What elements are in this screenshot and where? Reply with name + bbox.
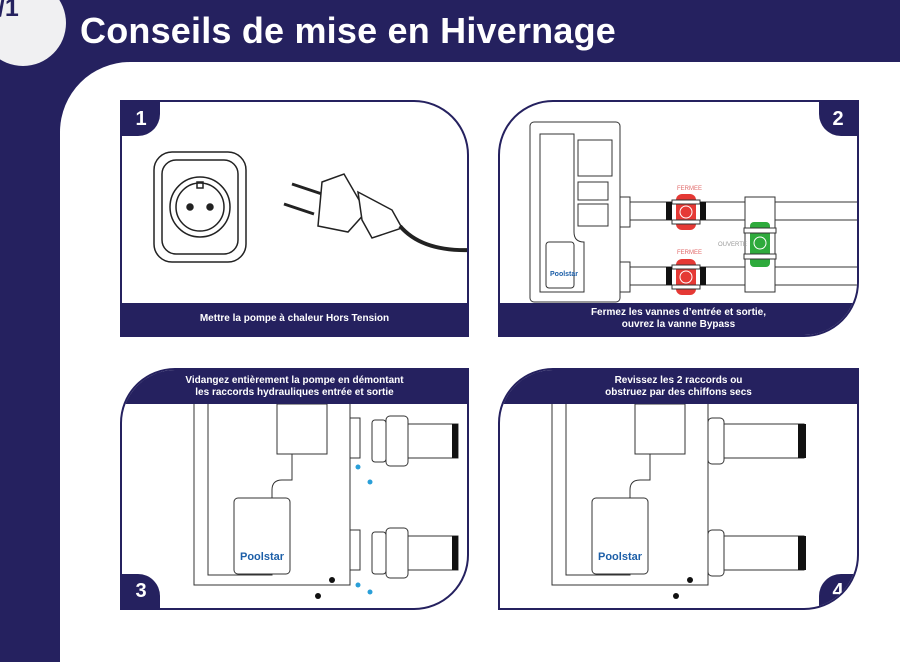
caption-line: les raccords hydrauliques entrée et sort… bbox=[195, 387, 394, 398]
valve-label-open: OUVERTE bbox=[718, 242, 747, 248]
step-2-panel: Poolstar FERMEE FERMEE OUVERTE 2 Fermez … bbox=[498, 100, 859, 337]
step-2-caption: Fermez les vannes d’entrée et sortie,ouv… bbox=[500, 303, 857, 335]
plug-icon bbox=[283, 173, 467, 253]
brand-logo: Poolstar bbox=[240, 551, 285, 563]
caption-line: Vidangez entièrement la pompe en démonta… bbox=[185, 375, 404, 386]
page-badge: 1/1 bbox=[0, 0, 66, 66]
valve-label-closed-2: FERMEE bbox=[677, 250, 702, 256]
caption-line: obstruez par des chiffons secs bbox=[605, 387, 752, 398]
step-number: 2 bbox=[819, 102, 857, 136]
open-bypass-valve bbox=[743, 222, 777, 267]
step-1-panel: 1 Mettre la pompe à chaleur Hors Tension bbox=[120, 100, 469, 337]
reconnect-illustration: Poolstar bbox=[551, 400, 806, 599]
step-number: 4 bbox=[819, 574, 857, 608]
water-drops-icon bbox=[355, 464, 373, 595]
step-1-caption: Mettre la pompe à chaleur Hors Tension bbox=[122, 303, 467, 335]
step-3-caption: Vidangez entièrement la pompe en démonta… bbox=[122, 370, 467, 404]
wall-socket-icon bbox=[153, 151, 247, 263]
brand-logo: Poolstar bbox=[550, 271, 578, 278]
step-3-panel: Poolstar Vidangez entièrement la pompe e… bbox=[120, 368, 469, 610]
caption-line: Revissez les 2 raccords ou bbox=[614, 375, 743, 386]
drain-illustration: Poolstar bbox=[193, 400, 459, 599]
page-title: Conseils de mise en Hivernage bbox=[80, 10, 617, 51]
caption-line: Mettre la pompe à chaleur Hors Tension bbox=[199, 313, 390, 324]
socket-and-plug-illustration bbox=[153, 151, 467, 263]
closed-valve-top bbox=[666, 194, 706, 230]
caption-line: Fermez les vannes d’entrée et sortie, bbox=[590, 307, 767, 318]
closed-valve-bottom bbox=[666, 259, 706, 295]
valve-label-closed: FERMEE bbox=[677, 186, 702, 192]
valves-illustration: Poolstar FERMEE FERMEE OUVERTE bbox=[529, 121, 857, 303]
step-number: 3 bbox=[122, 574, 160, 608]
page-number: 1/1 bbox=[0, 0, 19, 22]
brand-logo: Poolstar bbox=[598, 551, 643, 563]
caption-line: ouvrez la vanne Bypass bbox=[621, 319, 736, 330]
